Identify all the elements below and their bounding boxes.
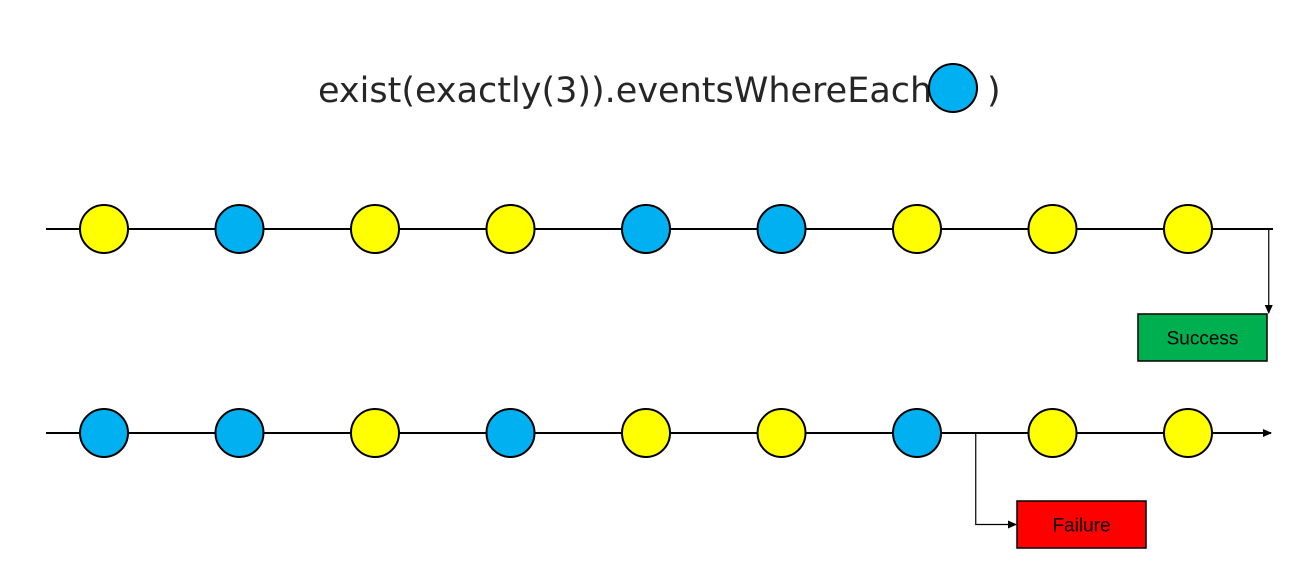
failure-box	[1016, 500, 1147, 549]
event-blue	[214, 408, 265, 458]
event-yellow	[79, 204, 129, 254]
event-yellow	[1163, 204, 1213, 254]
success-box	[1137, 313, 1268, 362]
event-blue	[79, 408, 129, 458]
result-connector	[975, 433, 1017, 529]
event-yellow	[350, 204, 400, 254]
event-yellow	[1027, 408, 1078, 458]
success-label: Success	[1167, 329, 1239, 350]
bottom-timeline: Failure	[46, 408, 1272, 549]
event-yellow	[350, 408, 400, 458]
event-yellow	[1027, 204, 1078, 254]
event-yellow	[621, 408, 671, 458]
event-blue	[892, 408, 942, 458]
event-blue	[621, 204, 671, 254]
failure-label: Failure	[1052, 516, 1110, 537]
event-yellow	[756, 408, 807, 458]
event-yellow	[1163, 408, 1213, 458]
event-blue	[756, 204, 807, 254]
event-blue	[214, 204, 265, 254]
top-timeline: Success	[46, 204, 1273, 362]
event-blue	[485, 408, 536, 458]
event-yellow	[485, 204, 536, 254]
event-yellow	[892, 204, 942, 254]
diagram-title-prefix: exist(exactly(3)).eventsWhereEach(	[318, 71, 946, 111]
title-filter-event	[928, 63, 978, 113]
diagram-title-suffix: )	[987, 71, 1001, 111]
